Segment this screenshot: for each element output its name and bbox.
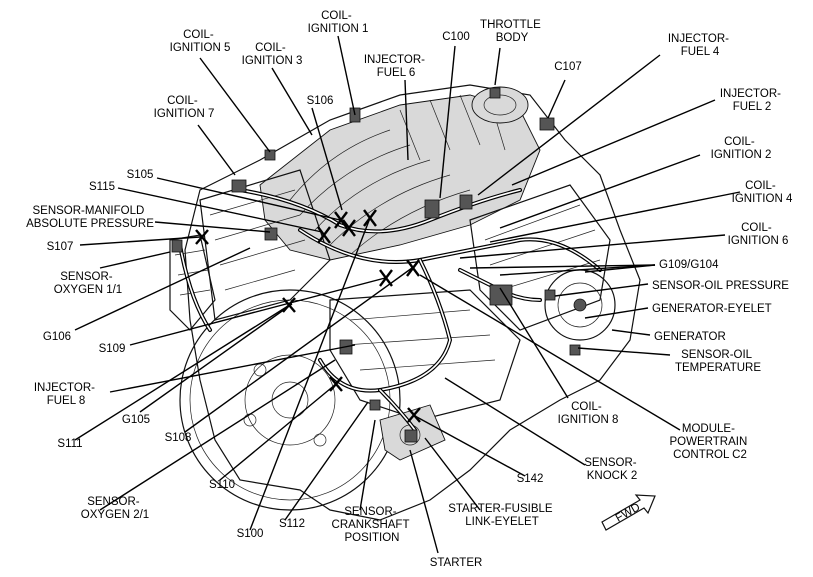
label-sensor-oxygen-2-1: SENSOR- OXYGEN 2/1 bbox=[81, 496, 149, 521]
label-g109-g104: G109/G104 bbox=[659, 259, 719, 271]
label-coil-ignition-6: COIL- IGNITION 6 bbox=[728, 222, 789, 247]
label-generator-eyelet: GENERATOR-EYELET bbox=[652, 303, 772, 315]
label-coil-ignition-4: COIL- IGNITION 4 bbox=[732, 180, 793, 205]
engine-block bbox=[184, 84, 641, 521]
label-g106: G106 bbox=[43, 331, 71, 343]
label-starter: STARTER bbox=[430, 557, 483, 569]
splice-s107 bbox=[195, 229, 209, 245]
label-coil-ignition-2: COIL- IGNITION 2 bbox=[711, 136, 772, 161]
label-coil-ignition-1: COIL- IGNITION 1 bbox=[308, 10, 369, 35]
fwd-arrow-icon bbox=[601, 494, 656, 531]
label-s105: S105 bbox=[127, 169, 154, 181]
label-sensor-oil-temperature: SENSOR-OIL TEMPERATURE bbox=[675, 349, 761, 374]
label-s142: S142 bbox=[517, 473, 544, 485]
label-s108: S108 bbox=[165, 432, 192, 444]
label-s106: S106 bbox=[307, 95, 334, 107]
label-s111: S111 bbox=[57, 438, 82, 450]
label-injector-fuel-4: INJECTOR- FUEL 4 bbox=[668, 33, 732, 58]
label-coil-ignition-8: COIL- IGNITION 8 bbox=[558, 401, 619, 426]
label-sensor-oil-pressure: SENSOR-OIL PRESSURE bbox=[652, 280, 789, 292]
label-coil-ignition-5: COIL- IGNITION 5 bbox=[170, 29, 231, 54]
label-sensor-crankshaft-position: SENSOR- CRANKSHAFT POSITION bbox=[332, 506, 413, 544]
label-module-powertrain-control-c2: MODULE- POWERTRAIN CONTROL C2 bbox=[670, 423, 751, 461]
label-starter-fusible-link-eyelet: STARTER-FUSIBLE LINK-EYELET bbox=[448, 503, 556, 528]
label-throttle-body: THROTTLE BODY bbox=[480, 19, 544, 44]
flywheel bbox=[179, 289, 401, 511]
throttle-body-part bbox=[471, 86, 529, 124]
splice-s108 bbox=[406, 259, 420, 277]
splice-s115 bbox=[317, 226, 331, 244]
label-injector-fuel-6: INJECTOR- FUEL 6 bbox=[364, 54, 428, 79]
label-s100: S100 bbox=[237, 528, 264, 540]
splice-s105 bbox=[334, 211, 348, 229]
splice-s142 bbox=[407, 407, 421, 423]
connectors bbox=[171, 87, 581, 443]
label-coil-ignition-3: COIL- IGNITION 3 bbox=[242, 42, 303, 67]
label-coil-ignition-7: COIL- IGNITION 7 bbox=[154, 95, 215, 120]
label-s112: S112 bbox=[279, 518, 305, 530]
leader-lines bbox=[74, 35, 741, 554]
label-s109: S109 bbox=[99, 343, 126, 355]
label-generator: GENERATOR bbox=[654, 331, 726, 343]
callout-labels: COIL- IGNITION 1 COIL- IGNITION 5 COIL- … bbox=[26, 10, 793, 569]
label-sensor-oxygen-1-1: SENSOR- OXYGEN 1/1 bbox=[54, 271, 122, 296]
label-c107: C107 bbox=[554, 61, 582, 73]
label-s115: S115 bbox=[89, 181, 115, 193]
splice-s106 bbox=[342, 219, 356, 237]
label-sensor-knock-2: SENSOR- KNOCK 2 bbox=[584, 457, 640, 482]
label-s110: S110 bbox=[209, 479, 235, 491]
label-g105: G105 bbox=[122, 414, 150, 426]
label-c100: C100 bbox=[442, 31, 470, 43]
coil-7-connector bbox=[231, 179, 247, 193]
label-injector-fuel-8: INJECTOR- FUEL 8 bbox=[34, 382, 98, 407]
label-injector-fuel-2: INJECTOR- FUEL 2 bbox=[720, 88, 784, 113]
label-sensor-manifold-absolute-pressure: SENSOR-MANIFOLD ABSOLUTE PRESSURE bbox=[26, 205, 154, 230]
label-fwd: FWD bbox=[614, 501, 643, 524]
label-s107: S107 bbox=[47, 241, 74, 253]
